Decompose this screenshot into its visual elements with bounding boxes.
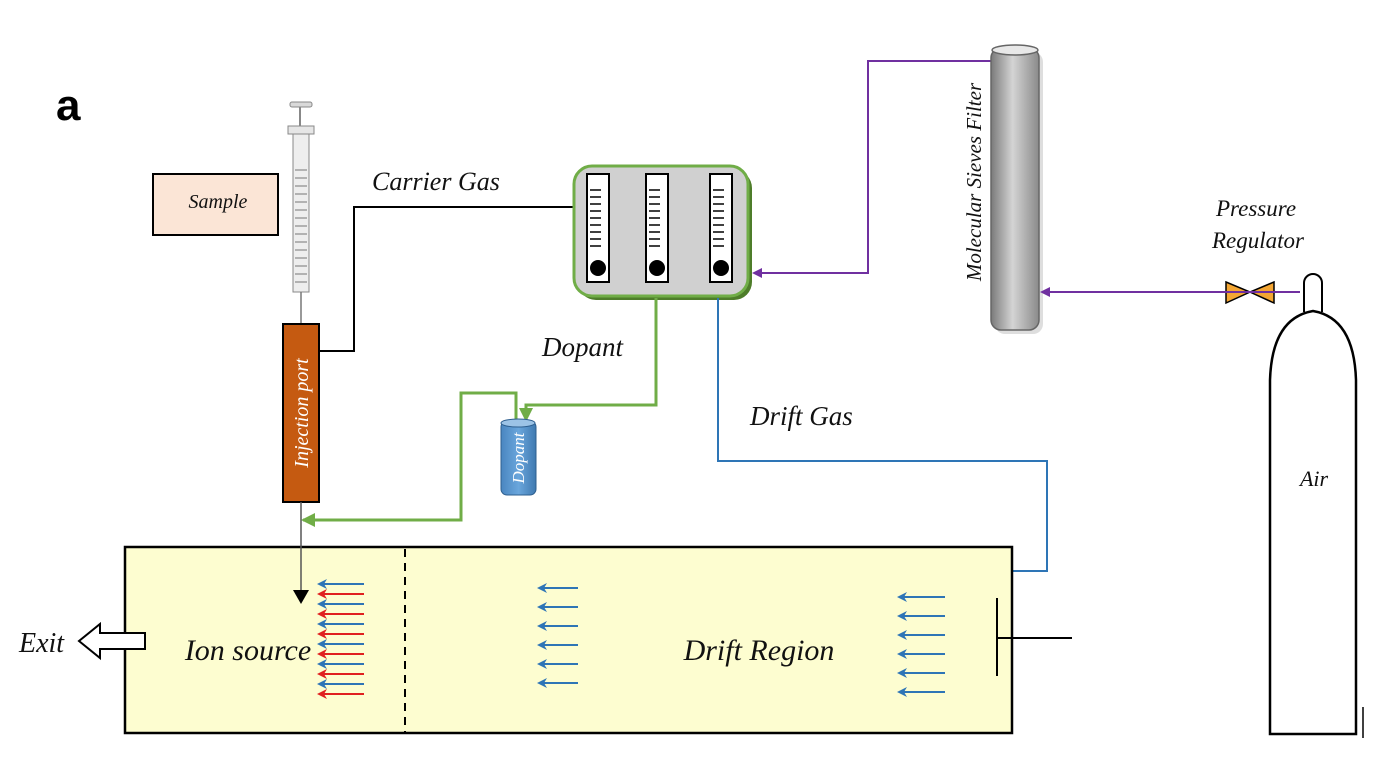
dopant-vial-label: Dopant: [509, 431, 528, 484]
ion-arrow-red: [317, 609, 364, 619]
regulator-label: Regulator: [1211, 228, 1305, 253]
gas-flow-arrow-blue: [317, 679, 364, 689]
drift-gas-arrow: [537, 621, 578, 631]
drift-gas-arrow: [537, 678, 578, 688]
exit-label: Exit: [18, 628, 65, 659]
drift-gas-arrow: [897, 649, 945, 659]
ion-arrow-red: [317, 689, 364, 699]
ims-chamber: Ion source Drift Region: [123, 545, 1072, 735]
drift-region-label: Drift Region: [683, 634, 835, 667]
ion-arrow-red: [317, 629, 364, 639]
drift-gas-arrow: [537, 659, 578, 669]
sieves-filter-label: Molecular Sieves Filter: [962, 82, 986, 282]
syringe-icon: [287, 101, 315, 324]
injection-port-label: Injection port: [291, 358, 313, 469]
drift-gas-line: [717, 298, 1048, 577]
rotameter-block: [572, 164, 752, 300]
filtered-air-line: [752, 60, 992, 278]
gas-flow-arrow-blue: [317, 579, 364, 589]
panel-label: a: [56, 81, 81, 130]
drift-gas-arrow: [897, 687, 945, 697]
drift-gas-arrow: [537, 583, 578, 593]
drift-gas-label: Drift Gas: [749, 401, 853, 431]
drift-gas-arrow: [537, 602, 578, 612]
gas-flow-arrow-blue: [317, 659, 364, 669]
drift-gas-arrow: [537, 640, 578, 650]
gas-flow-arrow-blue: [317, 619, 364, 629]
molecular-sieves-filter: Molecular Sieves Filter: [962, 44, 1043, 334]
air-cylinder: Air: [1268, 273, 1364, 738]
drift-gas-arrow: [897, 668, 945, 678]
gas-flow-arrow-blue: [317, 599, 364, 609]
ion-arrow-red: [317, 669, 364, 679]
carrier-gas-line: [319, 206, 574, 352]
pressure-label: Pressure: [1215, 196, 1296, 221]
drift-gas-arrow: [897, 611, 945, 621]
rotameter-tube-icon: [709, 173, 733, 283]
pressure-regulator-valve-icon: [1222, 280, 1300, 305]
dopant-line-label: Dopant: [541, 332, 624, 362]
drift-gas-arrow: [897, 630, 945, 640]
exit-arrow-icon: [77, 621, 146, 661]
ion-arrow-red: [317, 649, 364, 659]
sample-box: Sample: [152, 173, 279, 236]
ion-source-label: Ion source: [184, 634, 311, 667]
air-label: Air: [1298, 466, 1329, 491]
dopant-supply-line: [519, 298, 658, 422]
sample-label: Sample: [189, 191, 248, 213]
rotameter-tube-icon: [645, 173, 669, 283]
drift-gas-arrow: [897, 592, 945, 602]
rotameter-tube-icon: [586, 173, 610, 283]
dopant-return-line: [301, 391, 518, 527]
carrier-gas-label: Carrier Gas: [372, 167, 500, 196]
dopant-vial: Dopant: [500, 418, 537, 496]
gas-flow-arrow-blue: [317, 639, 364, 649]
ion-arrow-red: [317, 589, 364, 599]
injection-port: Injection port: [282, 323, 320, 503]
